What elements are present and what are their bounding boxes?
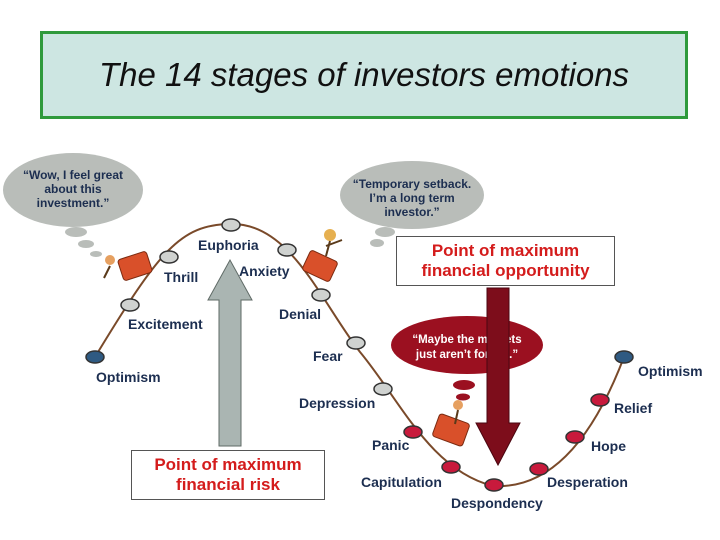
investor-figure-anxiety <box>302 229 343 282</box>
label-denial: Denial <box>279 306 321 322</box>
marker-denial <box>311 288 331 302</box>
label-optimism-2: Optimism <box>638 363 703 379</box>
callout-opportunity-line-2: financial opportunity <box>421 261 590 280</box>
thought-bubble-denial: “Temporary setback. I’m a long term inve… <box>340 161 484 247</box>
marker-panic <box>403 425 423 439</box>
thought-euphoria-line-3: investment.” <box>37 196 110 210</box>
thought-denial-line-2: I’m a long term <box>369 191 454 205</box>
thought-bubble-euphoria: “Wow, I feel great about this investment… <box>3 153 143 257</box>
label-fear: Fear <box>313 348 343 364</box>
thought-denial-line-1: “Temporary setback. <box>353 177 472 191</box>
label-excitement: Excitement <box>128 316 203 332</box>
label-depression: Depression <box>299 395 375 411</box>
callout-risk-line-1: Point of maximum <box>154 455 302 474</box>
investor-figure-euphoria <box>103 251 153 281</box>
label-panic: Panic <box>372 437 410 453</box>
label-thrill: Thrill <box>164 269 198 285</box>
marker-relief <box>590 393 610 407</box>
marker-thrill <box>159 250 179 264</box>
marker-optimism <box>85 350 105 364</box>
marker-desperation <box>529 462 549 476</box>
thought-euphoria-line-1: “Wow, I feel great <box>23 168 123 182</box>
label-capitulation: Capitulation <box>361 474 442 490</box>
callout-risk-line-2: financial risk <box>176 475 280 494</box>
slide-title: The 14 stages of investors emotions <box>98 56 630 93</box>
opportunity-down-arrow <box>475 287 521 467</box>
investor-figure-panic <box>432 400 470 447</box>
thought-bubble-despondency: “Maybe the markets just aren’t for me.” <box>391 316 543 401</box>
label-anxiety: Anxiety <box>239 263 290 279</box>
marker-depression <box>373 382 393 396</box>
thought-euphoria-line-2: about this <box>44 182 102 196</box>
title-box: The 14 stages of investors emotions <box>40 31 688 119</box>
callout-max-risk: Point of maximum financial risk <box>131 450 325 500</box>
marker-hope <box>565 430 585 444</box>
callout-max-opportunity: Point of maximum financial opportunity <box>396 236 615 286</box>
label-despondency: Despondency <box>451 495 543 511</box>
stage-markers <box>85 218 634 492</box>
marker-optimism-2 <box>614 350 634 364</box>
marker-euphoria <box>221 218 241 232</box>
marker-capitulation <box>441 460 461 474</box>
thought-denial-line-3: investor.” <box>384 205 439 219</box>
label-optimism: Optimism <box>96 369 161 385</box>
marker-despondency <box>484 478 504 492</box>
label-relief: Relief <box>614 400 652 416</box>
stage-labels: Optimism Excitement Thrill Euphoria Anxi… <box>96 237 703 511</box>
marker-fear <box>346 336 366 350</box>
label-euphoria: Euphoria <box>198 237 259 253</box>
label-hope: Hope <box>591 438 626 454</box>
label-desperation: Desperation <box>547 474 628 490</box>
marker-anxiety <box>277 243 297 257</box>
callout-opportunity-line-1: Point of maximum <box>431 241 580 260</box>
marker-excitement <box>120 298 140 312</box>
risk-up-arrow <box>207 258 253 447</box>
